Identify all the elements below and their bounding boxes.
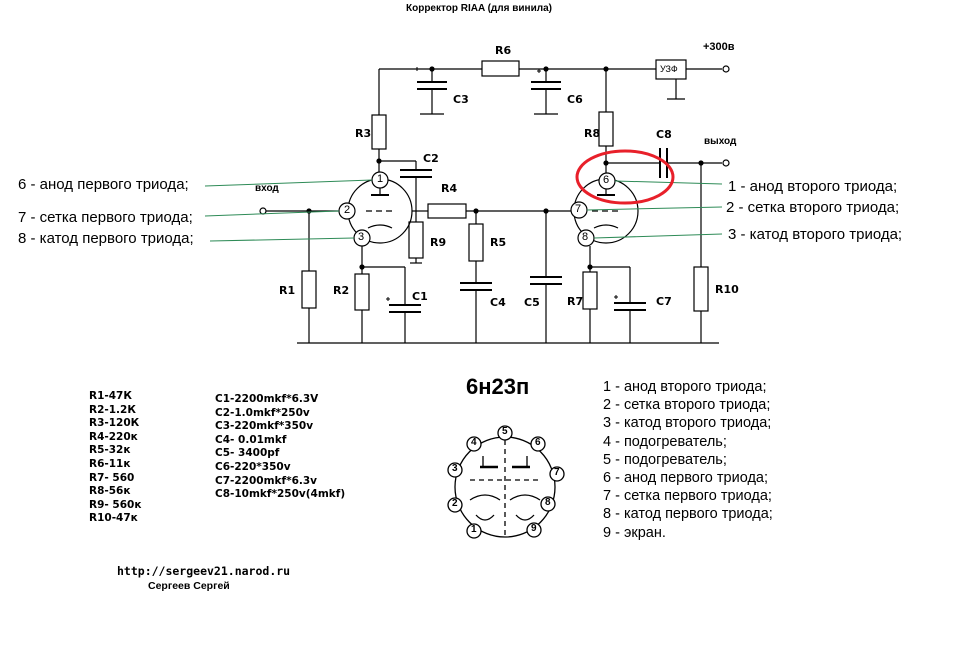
label-c1: C1: [412, 290, 428, 303]
resistor-r6: [481, 60, 520, 77]
pinout-item: 9 - экран.: [603, 524, 666, 541]
label-r8: R8: [584, 127, 601, 140]
resistor-list: R1-47К R2-1.2К R3-120К R4-220к R5-32к R6…: [89, 390, 141, 526]
resistor-list-item: R6-11к: [89, 457, 131, 470]
resistor-list-item: R8-56к: [89, 485, 131, 498]
pinout-list: 1 - анод второго триода; 2 - сетка второ…: [603, 378, 773, 542]
pin-number-v1-anode: 1: [377, 173, 384, 185]
pinout-item: 6 - анод первого триода;: [603, 470, 769, 487]
resistor-list-item: R7- 560: [89, 471, 135, 484]
resistor-list-item: R3-120К: [89, 417, 140, 430]
label-r7: R7: [567, 295, 584, 308]
resistor-r7: [582, 271, 598, 310]
pin-number-v2-grid: 7: [575, 203, 582, 215]
left-pin-label-grid: 7 - сетка первого триода;: [18, 209, 193, 226]
socket-pin-2: 2: [452, 498, 458, 509]
output-label: выход: [704, 136, 737, 147]
resistor-r8: [598, 111, 614, 147]
capacitor-list-item: C5- 3400pf: [215, 447, 280, 460]
label-r9: R9: [430, 236, 447, 249]
resistor-r5: [468, 223, 484, 262]
label-c6: C6: [567, 93, 583, 106]
tube-1: [338, 171, 413, 247]
supply-voltage-label: +300в: [703, 41, 735, 53]
capacitor-list-item: C8-10mkf*250v(4mkf): [215, 488, 346, 501]
socket-pin-9: 9: [531, 523, 537, 534]
resistor-list-item: R10-47к: [89, 512, 138, 525]
input-label: вход: [255, 183, 279, 194]
socket-pin-8: 8: [545, 497, 551, 508]
resistor-r3: [371, 114, 387, 150]
capacitor-list-item: C4- 0.01mkf: [215, 433, 287, 446]
pinout-item: 3 - катод второго триода;: [603, 415, 772, 432]
resistor-r9: [408, 221, 424, 259]
capacitor-list: C1-2200mkf*6.3V C2-1.0mkf*250v C3-220mkf…: [215, 393, 345, 502]
resistor-list-item: R4-220к: [89, 430, 138, 443]
label-c8: C8: [656, 128, 672, 141]
label-c3: C3: [453, 93, 469, 106]
label-r1: R1: [279, 284, 296, 297]
socket-pin-4: 4: [471, 437, 477, 448]
resistor-r2: [354, 273, 370, 311]
socket-pin-6: 6: [535, 437, 541, 448]
left-pin-label-cathode: 8 - катод первого триода;: [18, 230, 194, 247]
author-name: Сергеев Сергей: [148, 580, 230, 592]
resistor-list-item: R9- 560к: [89, 498, 142, 511]
resistor-r1: [301, 270, 317, 309]
tube-2: [570, 172, 639, 247]
pinout-item: 8 - катод первого триода;: [603, 506, 773, 523]
left-pin-label-anode: 6 - анод первого триода;: [18, 176, 189, 193]
highlight-ellipse: [575, 149, 675, 205]
pin-number-v2-anode: 6: [603, 174, 610, 186]
socket-pin-7: 7: [554, 467, 560, 478]
pin-leader-lines: [204, 179, 723, 242]
capacitor-list-item: C2-1.0mkf*250v: [215, 406, 310, 419]
pinout-item: 4 - подогреватель;: [603, 433, 727, 450]
tube-name: 6н23п: [466, 374, 530, 399]
right-pin-label-anode: 1 - анод второго триода;: [728, 178, 898, 195]
tube-socket-diagram: [447, 425, 565, 539]
label-r2: R2: [333, 284, 350, 297]
pinout-item: 2 - сетка второго триода;: [603, 397, 771, 414]
label-r3: R3: [355, 127, 372, 140]
pin-number-v2-cathode: 8: [582, 231, 589, 243]
capacitor-list-item: C1-2200mkf*6.3V: [215, 393, 319, 405]
label-c5: C5: [524, 296, 540, 309]
pin-number-v1-cathode: 3: [358, 231, 365, 243]
resistor-list-item: R5-32к: [89, 444, 131, 457]
pinout-item: 7 - сетка первого триода;: [603, 488, 772, 505]
socket-pin-3: 3: [452, 463, 458, 474]
capacitor-c3: [417, 66, 447, 115]
resistor-r10: [693, 266, 709, 312]
capacitor-list-item: C7-2200mkf*6.3v: [215, 474, 318, 487]
right-pin-label-grid: 2 - сетка второго триода;: [726, 199, 900, 216]
capacitor-c6: [531, 66, 561, 115]
source-url: http://sergeev21.narod.ru: [117, 564, 291, 578]
socket-pin-5: 5: [502, 426, 508, 437]
socket-pin-1: 1: [471, 524, 477, 535]
label-r6: R6: [495, 44, 512, 57]
label-c4: C4: [490, 296, 506, 309]
capacitor-list-item: C3-220mkf*350v: [215, 420, 314, 433]
page-title: Корректор RIAA (для винила): [406, 3, 552, 14]
label-r10: R10: [715, 283, 739, 296]
label-r4: R4: [441, 182, 458, 195]
right-pin-label-cathode: 3 - катод второго триода;: [728, 226, 903, 243]
label-c7: C7: [656, 295, 672, 308]
uzf-label: УЗФ: [660, 64, 678, 74]
label-c2: C2: [423, 152, 439, 165]
resistor-list-item: R2-1.2К: [89, 403, 136, 416]
pin-number-v1-grid: 2: [344, 204, 351, 216]
resistor-list-item: R1-47К: [89, 390, 132, 402]
label-r5: R5: [490, 236, 507, 249]
resistor-r4: [427, 203, 467, 219]
capacitor-list-item: C6-220*350v: [215, 460, 291, 473]
uzf-block: [655, 59, 687, 80]
pinout-item: 5 - подогреватель;: [603, 451, 727, 468]
pinout-item: 1 - анод второго триода;: [603, 379, 767, 395]
